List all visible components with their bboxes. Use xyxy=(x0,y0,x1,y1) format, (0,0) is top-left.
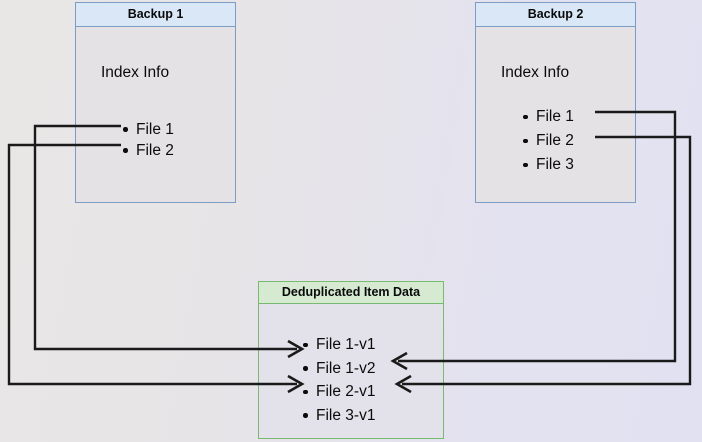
backup-2-node[interactable]: Backup 2 Index Info File 1 File 2 File 3 xyxy=(475,2,636,203)
deduplicated-item-data-node[interactable]: Deduplicated Item Data File 1-v1 File 1-… xyxy=(258,281,444,439)
deduplicated-item-list: File 1-v1 File 1-v2 File 2-v1 File 3-v1 xyxy=(301,333,375,427)
list-item: File 2-v1 xyxy=(301,380,375,404)
list-item: File 3-v1 xyxy=(301,404,375,428)
backup-1-title: Backup 1 xyxy=(76,3,235,27)
list-item: File 1-v1 xyxy=(301,333,375,357)
list-item: File 1 xyxy=(121,119,174,140)
backup-1-node[interactable]: Backup 1 Index Info File 1 File 2 xyxy=(75,2,236,203)
backup-1-index-info-label: Index Info xyxy=(101,64,170,81)
deduplicated-item-data-title: Deduplicated Item Data xyxy=(259,282,443,304)
backup-2-index-info-label: Index Info xyxy=(501,64,570,81)
list-item: File 2 xyxy=(521,129,574,153)
list-item: File 3 xyxy=(521,153,574,177)
list-item: File 1 xyxy=(521,105,574,129)
list-item: File 2 xyxy=(121,140,174,161)
deduplicated-item-data-body: File 1-v1 File 1-v2 File 2-v1 File 3-v1 xyxy=(259,304,443,438)
backup-2-title: Backup 2 xyxy=(476,3,635,27)
backup-2-body: Index Info File 1 File 2 File 3 xyxy=(476,27,635,202)
backup-1-body: Index Info File 1 File 2 xyxy=(76,27,235,202)
list-item: File 1-v2 xyxy=(301,357,375,381)
backup-1-file-list: File 1 File 2 xyxy=(121,119,174,161)
backup-2-file-list: File 1 File 2 File 3 xyxy=(521,105,574,177)
